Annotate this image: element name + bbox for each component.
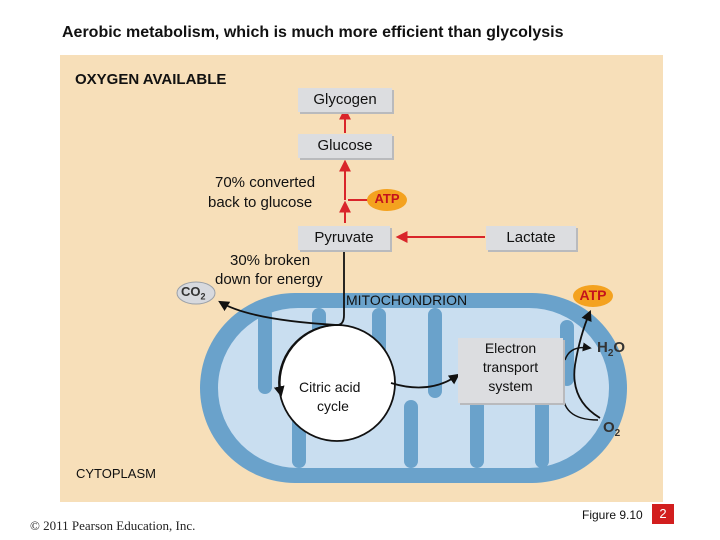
converted-line1: 70% converted xyxy=(215,174,316,191)
h2o-h: H xyxy=(597,339,608,356)
o2-text: O xyxy=(603,419,615,436)
lactate-box: Lactate xyxy=(486,226,576,250)
broken-line2: down for energy xyxy=(215,271,323,288)
atp-badge xyxy=(367,189,407,211)
oxygen-available-label: OXYGEN AVAILABLE xyxy=(75,71,227,88)
o2-label: O2 xyxy=(603,419,620,439)
citric-acid-line2: cycle xyxy=(317,398,349,414)
co2-label: CO2 xyxy=(181,284,206,302)
h2o-label: H2O xyxy=(597,339,625,359)
co2-text: CO xyxy=(181,284,201,299)
page-number-badge: 2 xyxy=(652,504,674,524)
atp-label-mito: ATP xyxy=(579,287,607,303)
h2o-subscript: 2 xyxy=(607,348,614,359)
electron-transport-atp-arrow xyxy=(573,310,601,419)
pyruvate-box: Pyruvate xyxy=(298,226,390,250)
broken-line1: 30% broken xyxy=(230,252,311,269)
mitochondrion-label: MITOCHONDRION xyxy=(346,292,468,308)
electron-line1: Electron xyxy=(484,340,537,356)
cycle-arrow xyxy=(273,324,339,398)
glucose-box: Glucose xyxy=(298,134,392,158)
atp-label: ATP xyxy=(374,191,400,206)
pyruvate-down-arrow xyxy=(336,250,345,326)
electron-line2: transport xyxy=(482,359,539,375)
atp-badge-mito xyxy=(573,285,613,307)
page-title: Aerobic metabolism, which is much more e… xyxy=(62,24,564,41)
h2o-o: O xyxy=(613,339,626,356)
co2-bubble xyxy=(176,281,216,305)
glycogen-box: Glycogen xyxy=(298,88,392,112)
co2-release-arrow xyxy=(218,300,338,326)
h2o-output-arrow xyxy=(564,342,592,361)
electron-transport-box: Electron transport system xyxy=(458,338,563,403)
electron-line3: system xyxy=(488,378,533,394)
citric-acid-line1: Citric acid xyxy=(299,379,361,395)
figure-label: Figure 9.10 xyxy=(582,508,643,522)
copyright-credit: © 2011 Pearson Education, Inc. xyxy=(30,518,196,533)
cytoplasm-label: CYTOPLASM xyxy=(76,466,156,481)
to-electron-transport-arrow xyxy=(390,373,460,389)
o2-subscript: 2 xyxy=(614,428,621,439)
converted-line2: back to glucose xyxy=(208,194,313,211)
co2-subscript: 2 xyxy=(200,291,206,302)
